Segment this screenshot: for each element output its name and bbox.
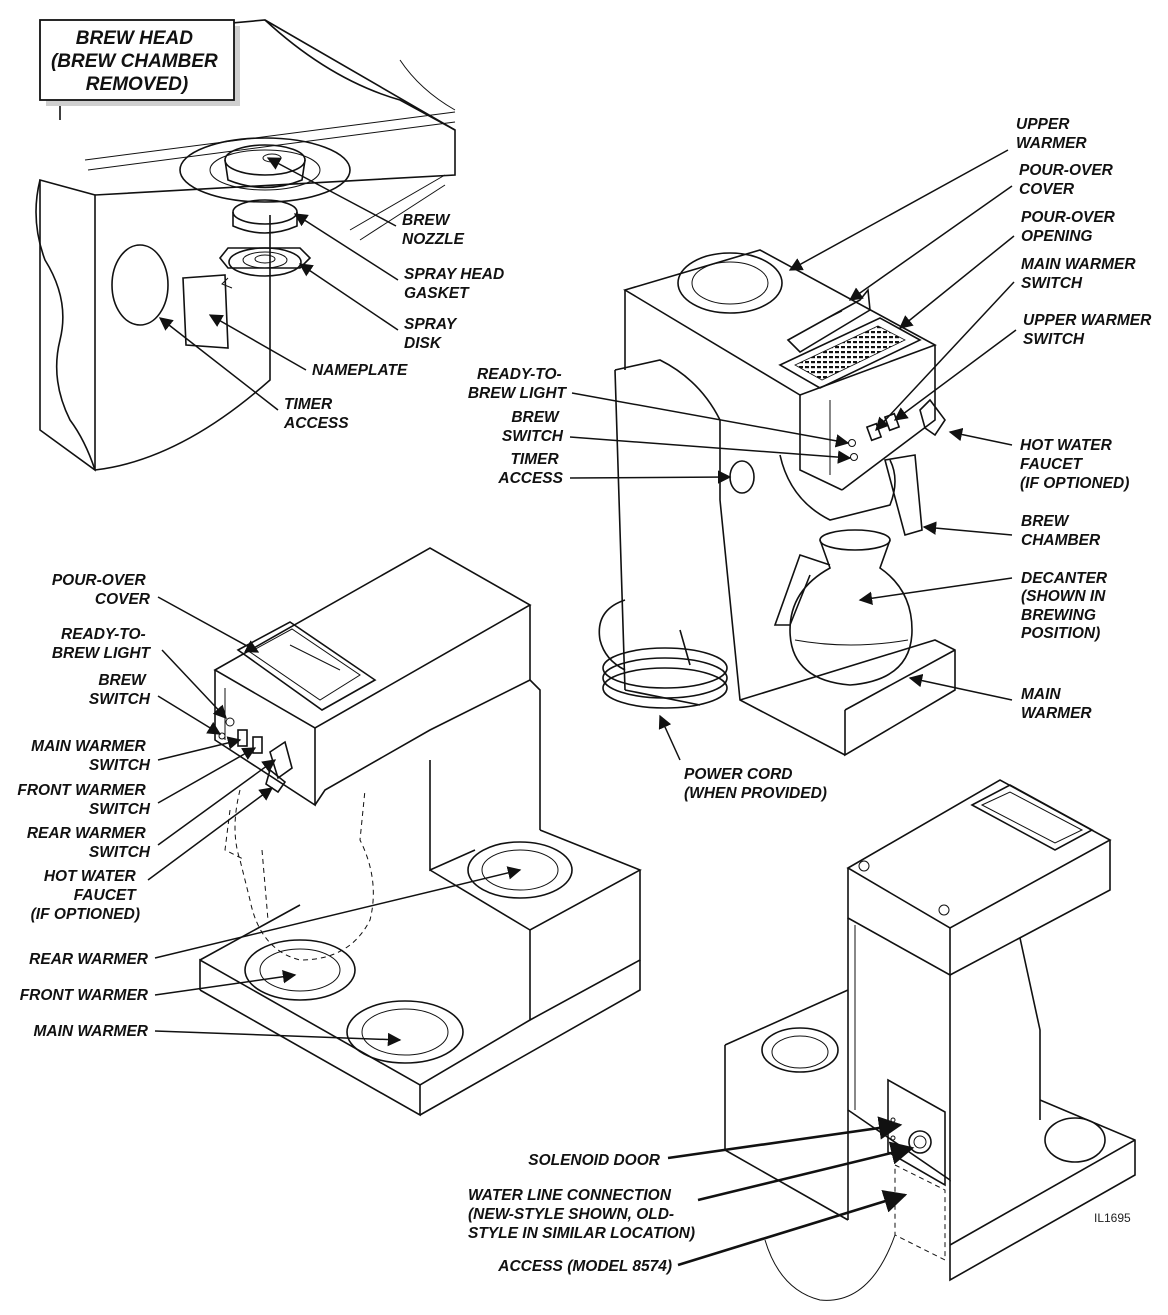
label-main-warmer-switch-2: MAIN WARMER SWITCH xyxy=(31,738,151,774)
label-spray-disk: SPRAY DISK xyxy=(404,316,460,352)
label-main-warmer-1: MAIN WARMER xyxy=(1021,686,1092,722)
label-front-warmer: FRONT WARMER xyxy=(20,987,149,1004)
label-hot-water-faucet-1: HOT WATER FAUCET (IF OPTIONED) xyxy=(1020,437,1129,492)
figure-id: IL1695 xyxy=(1094,1211,1131,1225)
label-pour-over-cover-1: POUR-OVER COVER xyxy=(1019,162,1117,198)
access-panel xyxy=(894,1164,946,1261)
label-hot-water-faucet-2: HOT WATER FAUCET (IF OPTIONED) xyxy=(31,868,140,923)
pour-over-cover-2 xyxy=(236,621,377,711)
brew-head-title-line-2: (BREW CHAMBER xyxy=(51,51,218,72)
label-power-cord: POWER CORD (WHEN PROVIDED) xyxy=(684,766,827,802)
label-water-line-connection: WATER LINE CONNECTION (NEW-STYLE SHOWN, … xyxy=(468,1187,695,1242)
label-main-warmer-2: MAIN WARMER xyxy=(33,1023,148,1040)
timer-access-port xyxy=(111,244,169,326)
label-brew-switch-2: BREW SWITCH xyxy=(89,672,151,708)
label-rear-warmer: REAR WARMER xyxy=(29,951,149,968)
rear-view xyxy=(724,779,1136,1301)
pour-over-labels: UPPER WARMER POUR-OVER COVER POUR-OVER O… xyxy=(468,116,1156,802)
label-access-model: ACCESS (MODEL 8574) xyxy=(497,1258,672,1275)
front-warmer-plate xyxy=(244,939,356,1001)
label-brew-switch-1: BREW SWITCH xyxy=(502,409,564,445)
brew-head-title: BREW HEAD (BREW CHAMBER REMOVED) xyxy=(51,28,223,95)
label-timer-access-2: TIMER ACCESS xyxy=(497,451,563,487)
decanter xyxy=(789,539,913,686)
main-warmer-plate xyxy=(346,1000,464,1064)
rear-view-labels: SOLENOID DOOR WATER LINE CONNECTION (NEW… xyxy=(468,1116,915,1275)
pour-over-opening xyxy=(778,317,922,389)
label-decanter: DECANTER (SHOWN IN BREWING POSITION) xyxy=(1021,570,1111,642)
label-brew-chamber: BREW CHAMBER xyxy=(1021,513,1101,549)
label-pour-over-cover-2: POUR-OVER COVER xyxy=(52,572,151,608)
brew-head-title-box: BREW HEAD (BREW CHAMBER REMOVED) xyxy=(39,19,240,106)
brew-head-title-line-3: REMOVED) xyxy=(86,74,188,95)
brew-chamber-handle xyxy=(884,454,923,536)
label-pour-over-opening: POUR-OVER OPENING xyxy=(1021,209,1119,245)
label-nameplate: NAMEPLATE xyxy=(312,362,408,379)
label-brew-nozzle: BREW NOZZLE xyxy=(402,212,465,248)
label-front-warmer-switch: FRONT WARMER SWITCH xyxy=(17,782,150,818)
label-upper-warmer-switch: UPPER WARMER SWITCH xyxy=(1023,312,1156,348)
three-warmer-labels: POUR-OVER COVER READY-TO- BREW LIGHT BRE… xyxy=(17,572,522,1047)
label-rear-warmer-switch: REAR WARMER SWITCH xyxy=(27,825,151,861)
label-solenoid-door: SOLENOID DOOR xyxy=(528,1152,661,1169)
label-timer-access-1: TIMER ACCESS xyxy=(283,396,349,432)
pour-over-brewer-view xyxy=(598,249,956,757)
label-main-warmer-switch-1: MAIN WARMER SWITCH xyxy=(1021,256,1140,292)
solenoid-door xyxy=(887,1078,946,1187)
three-warmer-brewer-view xyxy=(199,547,642,1117)
brew-head-labels: BREW NOZZLE SPRAY HEAD GASKET SPRAY DISK… xyxy=(158,157,509,432)
label-ready-to-brew-light-2: READY-TO- BREW LIGHT xyxy=(52,626,152,662)
rear-warmer-plate xyxy=(467,841,573,899)
label-spray-head-gasket: SPRAY HEAD GASKET xyxy=(404,266,509,302)
timer-access-port-2 xyxy=(729,460,755,494)
brew-head-view xyxy=(35,19,456,472)
label-upper-warmer: UPPER WARMER xyxy=(1016,116,1087,152)
label-ready-to-brew-light-1: READY-TO- BREW LIGHT xyxy=(468,366,568,402)
nameplate xyxy=(182,274,229,349)
upper-warmer-plate xyxy=(677,252,783,314)
brew-head-title-line-1: BREW HEAD xyxy=(76,28,193,49)
pour-over-cover xyxy=(786,287,871,354)
